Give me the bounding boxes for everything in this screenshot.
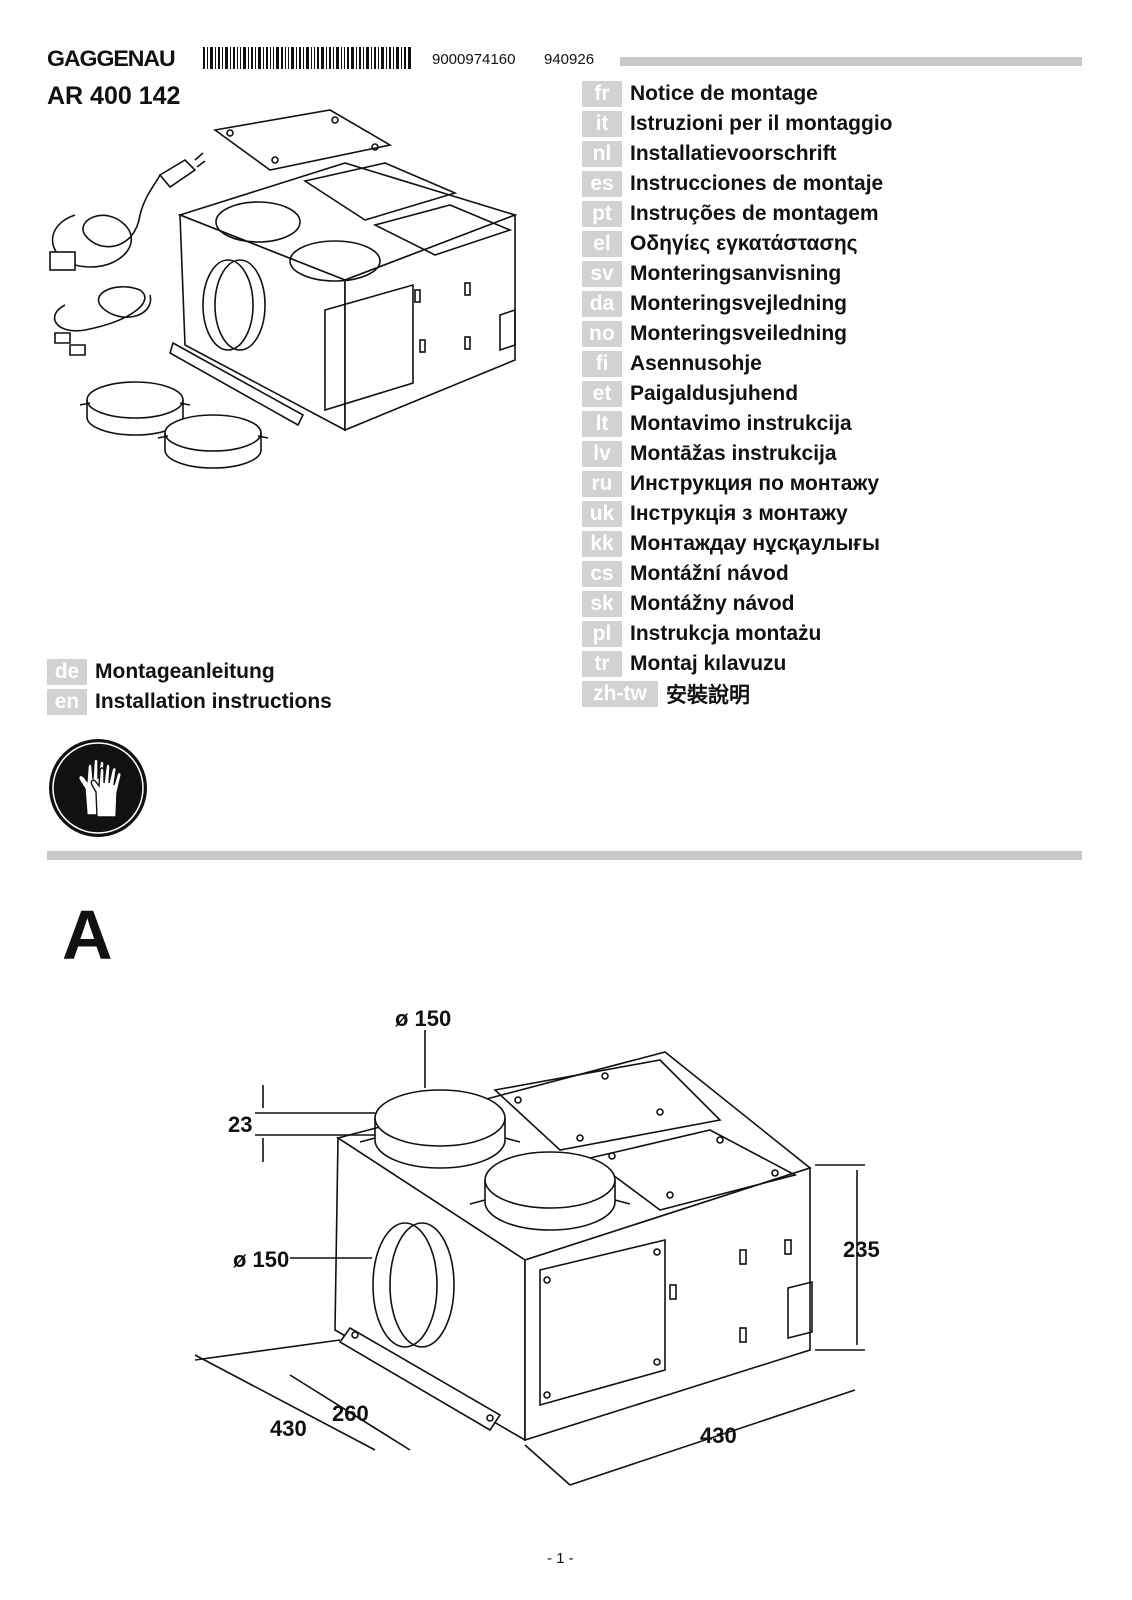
language-code: et [582, 381, 622, 407]
language-row-pt: pt Instruções de montagem [582, 201, 879, 227]
language-code: da [582, 291, 622, 317]
header-rule [620, 57, 1082, 66]
language-row-sv: sv Monteringsanvisning [582, 261, 841, 287]
language-row-uk: uk Інструкція з монтажу [582, 501, 848, 527]
language-code: el [582, 231, 622, 257]
language-code: lt [582, 411, 622, 437]
language-label: Notice de montage [630, 82, 818, 105]
dim-depth: 430 [270, 1416, 307, 1441]
language-code: pl [582, 621, 622, 647]
language-label: Istruzioni per il montaggio [630, 112, 893, 135]
language-label: Montāžas instrukcija [630, 442, 837, 465]
barcode [203, 47, 411, 69]
language-code: kk [582, 531, 622, 557]
language-label: Montavimo instrukcija [630, 412, 852, 435]
language-code: pt [582, 201, 622, 227]
language-code: zh-tw [582, 681, 658, 707]
parts-illustration [49, 109, 518, 469]
language-row-fi: fi Asennusohje [582, 351, 762, 377]
language-code: fi [582, 351, 622, 377]
dim-collar-height: 23 [228, 1112, 253, 1137]
language-label: Installation instructions [95, 690, 332, 713]
language-label: Paigaldusjuhend [630, 382, 799, 405]
language-label: Instrukcja montażu [630, 622, 822, 645]
language-label: Asennusohje [630, 352, 762, 375]
language-label: Montageanleitung [95, 660, 275, 683]
language-row-el: el Οδηγίες εγκατάστασης [582, 231, 858, 257]
language-row-ru: ru Инструкция по монтажу [582, 471, 879, 497]
language-label: Instruções de montagem [630, 202, 879, 225]
language-code: uk [582, 501, 622, 527]
dim-side-diameter: ø 150 [233, 1247, 290, 1272]
language-code: lv [582, 441, 622, 467]
language-row-sk: sk Montážny návod [582, 591, 795, 617]
section-divider [47, 851, 1082, 860]
language-code: cs [582, 561, 622, 587]
language-code: it [582, 111, 622, 137]
brand-logo: GAGGENAU [47, 46, 176, 71]
language-label: Monteringsveiledning [630, 322, 848, 345]
section-letter: A [62, 896, 113, 974]
language-row-de: de Montageanleitung [47, 659, 275, 685]
language-code: no [582, 321, 622, 347]
language-label: Monteringsvejledning [630, 292, 848, 315]
language-label: Инструкция по монтажу [630, 472, 880, 495]
language-row-es: es Instrucciones de montaje [582, 171, 883, 197]
language-row-nl: nl Installatievoorschrift [582, 141, 837, 167]
doc-number: 9000974160 [432, 51, 516, 68]
language-label: Montážní návod [630, 562, 789, 585]
language-row-et: et Paigaldusjuhend [582, 381, 798, 407]
doc-date: 940926 [544, 51, 595, 68]
language-label: 安裝說明 [666, 684, 750, 707]
language-row-lt: lt Montavimo instrukcija [582, 411, 852, 437]
dim-width: 430 [700, 1423, 737, 1448]
language-row-no: no Monteringsveiledning [582, 321, 847, 347]
language-code: de [47, 659, 87, 685]
language-label: Montaj kılavuzu [630, 652, 787, 675]
language-row-da: da Monteringsvejledning [582, 291, 847, 317]
language-row-en: en Installation instructions [47, 689, 332, 715]
dim-top-diameter: ø 150 [395, 1006, 452, 1031]
language-code: en [47, 689, 87, 715]
language-label: Instrucciones de montaje [630, 172, 884, 195]
language-label: Інструкція з монтажу [630, 502, 848, 525]
language-row-kk: kk Монтаждау нұсқаулығы [582, 531, 880, 557]
language-code: sv [582, 261, 622, 287]
language-row-tr: tr Montaj kılavuzu [582, 651, 786, 677]
language-code: es [582, 171, 622, 197]
language-label: Installatievoorschrift [630, 142, 837, 165]
model-number: AR 400 142 [47, 82, 181, 110]
dimension-drawing [194, 1030, 865, 1486]
language-row-zh-tw: zh-tw 安裝說明 [582, 681, 750, 707]
language-row-lv: lv Montāžas instrukcija [582, 441, 837, 467]
page-number: - 1 - [547, 1550, 574, 1567]
language-code: sk [582, 591, 622, 617]
language-code: fr [582, 81, 622, 107]
dim-rail-length: 260 [332, 1401, 369, 1426]
language-row-cs: cs Montážní návod [582, 561, 789, 587]
language-code: nl [582, 141, 622, 167]
language-row-pl: pl Instrukcja montażu [582, 621, 821, 647]
language-code: tr [582, 651, 622, 677]
language-row-it: it Istruzioni per il montaggio [582, 111, 893, 137]
language-label: Monteringsanvisning [630, 262, 842, 285]
language-label: Montážny návod [630, 592, 795, 615]
dim-height: 235 [843, 1237, 880, 1262]
gloves-icon [49, 739, 147, 837]
language-label: Οδηγίες εγκατάστασης [630, 232, 858, 255]
language-label: Монтаждау нұсқаулығы [630, 532, 880, 555]
language-row-fr: fr Notice de montage [582, 81, 818, 107]
language-code: ru [582, 471, 622, 497]
